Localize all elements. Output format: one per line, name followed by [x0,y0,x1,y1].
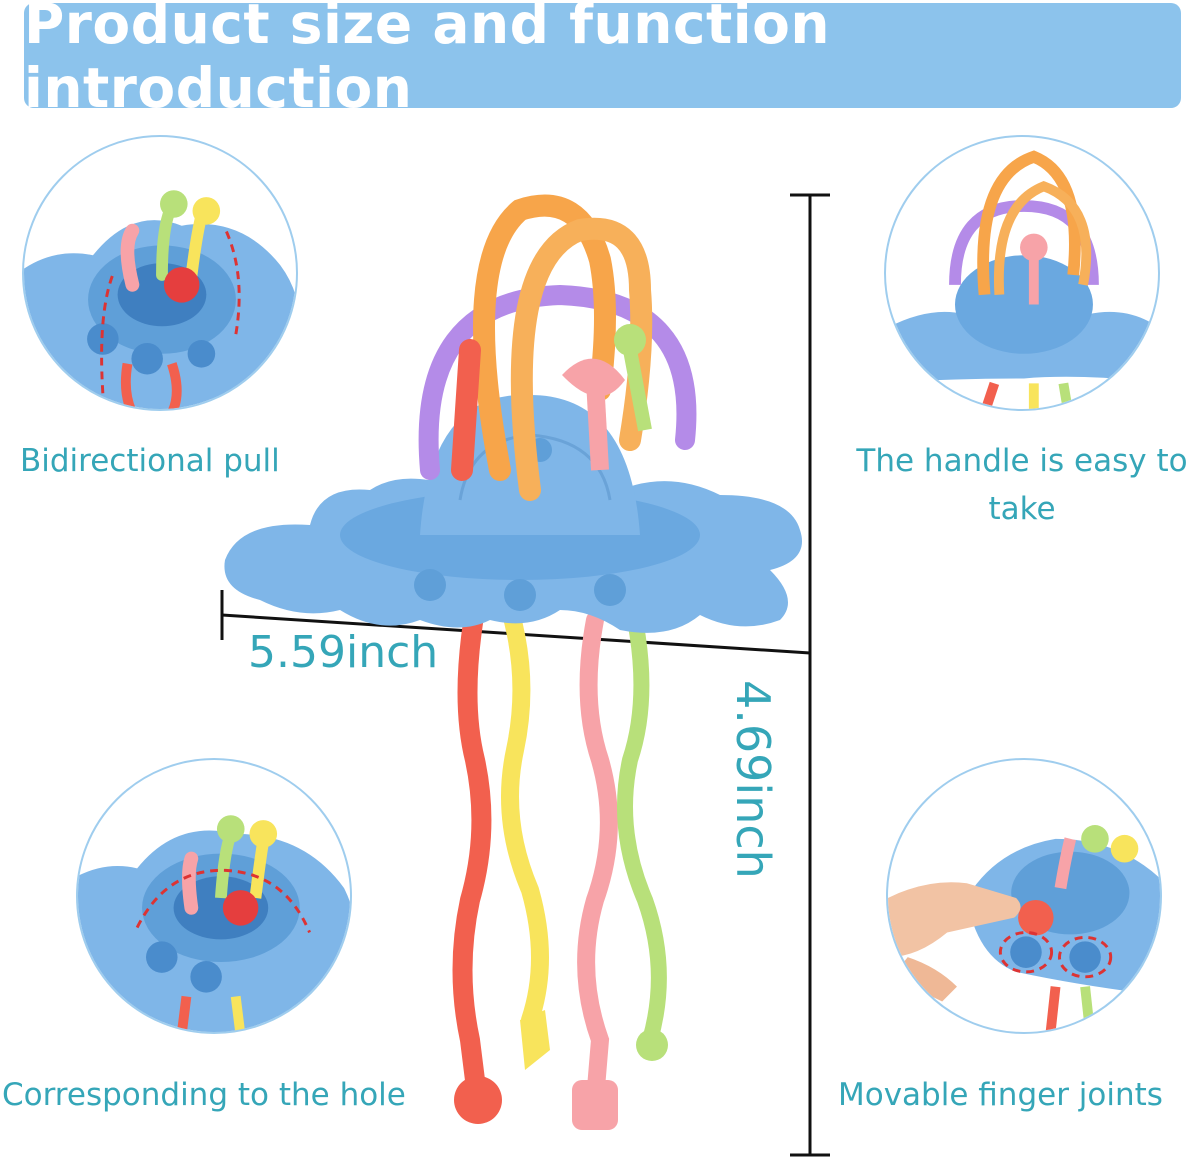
feature-caption-finger-joints: Movable finger joints [838,1077,1163,1113]
height-dimension-text: 4.69inch [726,680,780,879]
product-image [200,140,840,1160]
detail-image-handle [884,135,1160,411]
feature-caption-handle: The handle is easy to take [856,443,1188,527]
detail-image-bidirectional-pull [22,135,298,411]
width-dimension-label: 5.59inch [248,627,439,678]
page-title: Product size and function introduction [24,0,831,120]
detail-image-corresponding-hole [76,758,352,1034]
feature-caption-bidirectional-pull: Bidirectional pull [20,443,280,479]
detail-image-finger-joints [886,758,1162,1034]
header-banner: Product size and function introduction [24,0,1181,120]
feature-caption-corresponding-hole: Corresponding to the hole [2,1077,406,1113]
